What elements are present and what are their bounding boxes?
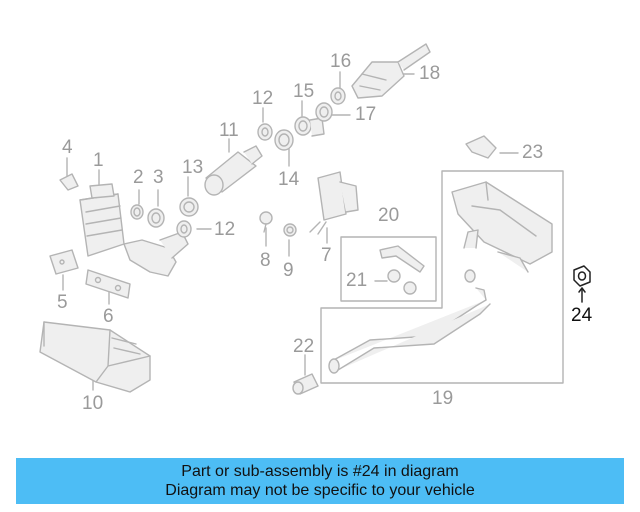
callout-21: 21 [346,270,368,291]
part-12a-ring [257,123,273,141]
part-5-plate [49,249,79,275]
callout-17: 17 [355,104,377,125]
part-12b-ring [176,220,192,238]
callout-3: 3 [153,167,164,188]
part-16-ring [330,87,346,105]
part-6-flange [85,269,131,299]
part-20-hanger [379,245,425,273]
part-23-bracket [465,135,497,159]
part-10-cooler [39,321,151,393]
callout-20: 20 [378,205,400,226]
callout-22: 22 [293,336,315,357]
info-banner: Part or sub-assembly is #24 in diagram D… [16,458,624,504]
callout-7: 7 [321,245,332,266]
callout-2: 2 [133,167,144,188]
part-11-pipe [204,145,263,196]
part-22-clamp [292,373,319,395]
part-7-filter [309,171,359,235]
part-2-gasket [130,204,144,220]
part-3-clamp [147,208,165,228]
part-8-bolt [259,211,273,233]
callout-16: 16 [330,51,352,72]
group-box-20 [340,236,437,302]
banner-line-disclaimer: Diagram may not be specific to your vehi… [165,482,475,499]
part-19-muffler [328,181,553,374]
callout-24-highlighted: 24 [571,305,593,326]
part-17-clamp [315,102,333,122]
callout-19: 19 [432,388,454,409]
callout-9: 9 [283,260,294,281]
callout-11: 11 [219,120,239,141]
group-box-19 [320,170,564,384]
callout-15: 15 [293,81,315,102]
callout-5: 5 [57,292,68,313]
diagram-drawing [39,43,591,395]
callout-6: 6 [103,306,114,327]
part-4-bracket [59,173,79,191]
callout-13: 13 [182,157,204,178]
callout-1: 1 [93,150,104,171]
callout-12-bottom: 12 [214,219,236,240]
part-24-insulator [573,265,591,303]
callout-18: 18 [419,63,441,84]
part-21-insulators [387,269,417,295]
callout-10: 10 [82,393,104,414]
callout-23: 23 [522,142,544,163]
exhaust-parts-diagram: 4 1 2 3 13 11 12 14 15 16 17 18 12 7 8 9… [39,43,593,414]
callout-12-top: 12 [252,88,274,109]
part-18-front-pipe [351,43,431,99]
callout-14: 14 [278,169,300,190]
part-13-clamp [179,197,199,217]
part-9-nut [283,223,297,237]
part-1-converter [79,183,189,277]
part-14-gasket [274,129,294,151]
callout-4: 4 [62,137,73,158]
part-15-flange [294,116,325,137]
banner-line-part: Part or sub-assembly is #24 in diagram [181,463,459,480]
callout-8: 8 [260,250,271,271]
